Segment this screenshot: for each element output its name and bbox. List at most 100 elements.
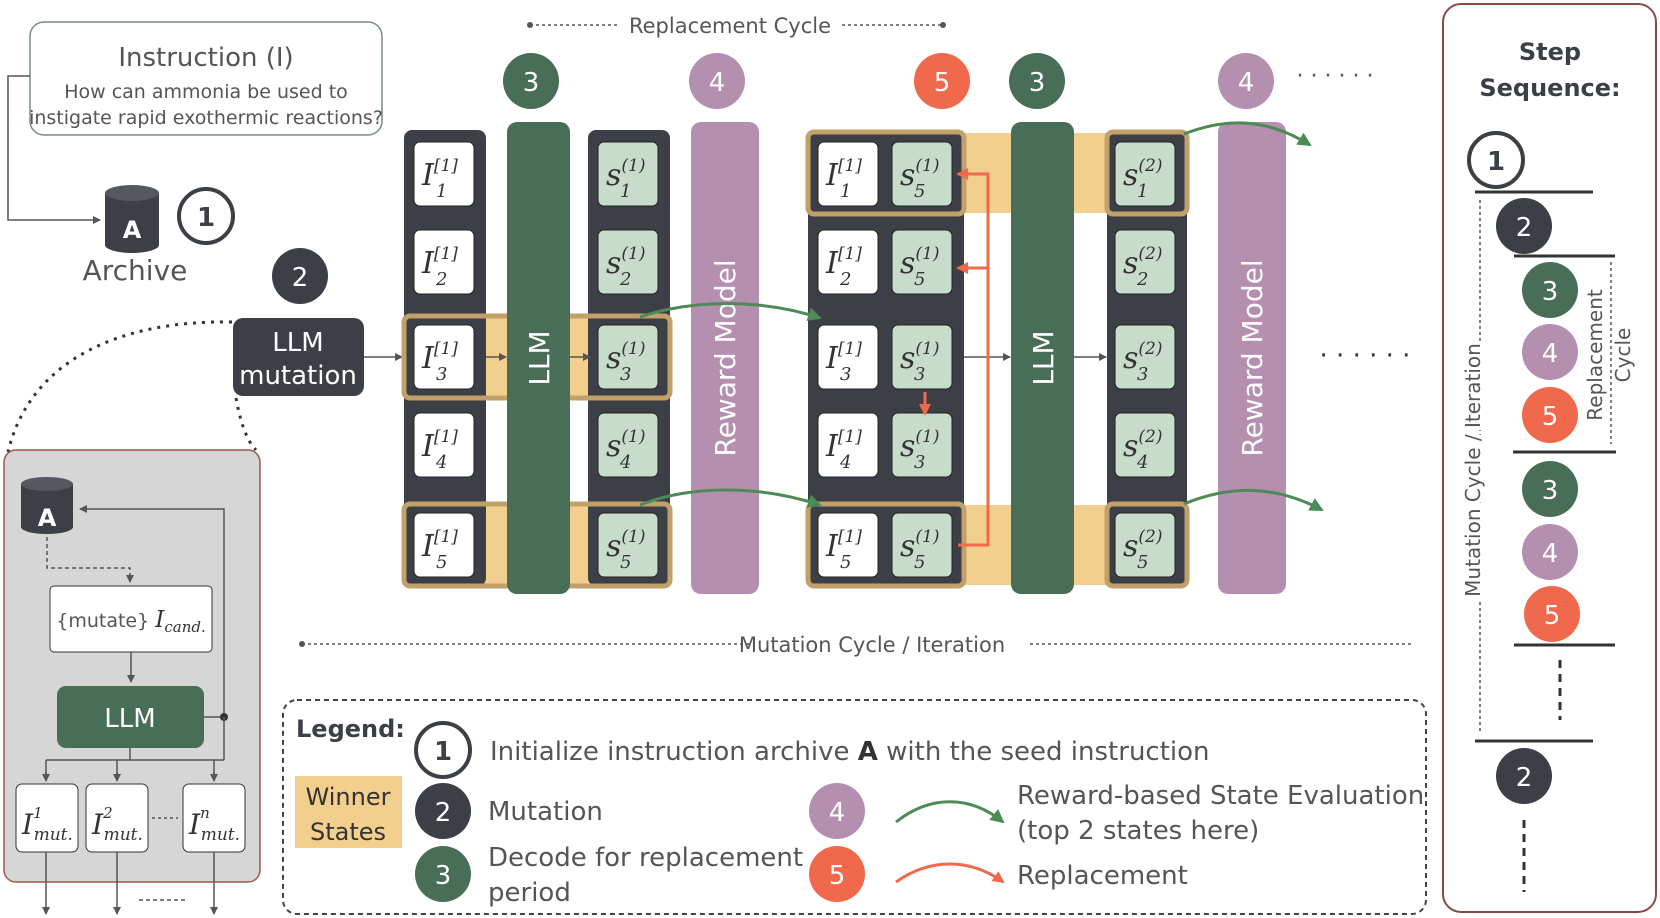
top-step4-badge-a xyxy=(689,53,745,109)
col1-cell-1-label: I[1]1 xyxy=(421,156,458,202)
col1-cell-4-label: I[1]4 xyxy=(421,427,458,473)
llm-bar-2 xyxy=(1011,122,1074,594)
col3-cell-2: I[1]2 xyxy=(817,229,879,295)
seq-step2-b-number: 2 xyxy=(1516,763,1533,793)
col2-cell-3: s(1)3 xyxy=(597,324,659,390)
panel-llm-box xyxy=(57,686,204,748)
col4-cell-4: s(1)3 xyxy=(891,412,953,478)
seq-step1-number: 1 xyxy=(1487,147,1505,177)
legend-step4-badge xyxy=(809,783,865,839)
pipeline-ellipsis: · · · · · · xyxy=(1320,341,1411,371)
col4-cell-5: s(1)5 xyxy=(891,512,953,578)
seq-mutation-label: Mutation Cycle / Iteration xyxy=(1461,343,1485,597)
seq-step1-badge xyxy=(1467,131,1525,189)
legend-winner-swatch xyxy=(295,776,402,848)
col1-cell-3-label: I[1]3 xyxy=(421,339,458,385)
instruction-box xyxy=(29,21,383,136)
top-step4-b-number: 4 xyxy=(1238,68,1255,98)
panel-archive-icon: A xyxy=(21,477,73,534)
top-step4-a-number: 4 xyxy=(709,68,726,98)
col3-cell-5-label: I[1]5 xyxy=(825,527,862,573)
llm-output-distribution xyxy=(45,717,225,780)
col3-cell-3-label: I[1]3 xyxy=(825,339,862,385)
instruction-line2: instigate rapid exothermic reactions? xyxy=(29,107,383,129)
legend-step5-badge xyxy=(809,846,865,902)
legend-green-arrow-icon xyxy=(895,800,1005,824)
col2-cell-3-label: s(1)3 xyxy=(606,339,646,385)
col2-cell-1: s(1)1 xyxy=(597,141,659,207)
seq-step2-badge-b xyxy=(1496,748,1552,804)
step-sequence-panel xyxy=(1442,3,1657,913)
seq-step5-b: 5 xyxy=(1544,601,1561,631)
col4-cell-4-label: s(1)3 xyxy=(900,427,940,473)
col5-cell-4: s(2)4 xyxy=(1114,412,1176,478)
step-sequence-title1: Step xyxy=(1519,38,1581,66)
mutation-detail-panel xyxy=(3,449,261,883)
zoom-line-left xyxy=(6,320,233,453)
col3-cell-1: I[1]1 xyxy=(817,141,879,207)
step1-badge xyxy=(177,187,235,245)
top-step4-badge-b xyxy=(1218,53,1274,109)
legend-step4-number: 4 xyxy=(829,798,846,828)
instruction-to-archive-arrow xyxy=(7,75,101,224)
col4-cell-5-label: s(1)5 xyxy=(900,527,940,573)
legend-step2-badge xyxy=(415,783,471,839)
col2-cell-1-label: s(1)1 xyxy=(606,156,646,202)
col5-cell-4-label: s(2)4 xyxy=(1123,427,1163,473)
legend-item4-line2: (top 2 states here) xyxy=(1017,816,1259,846)
evaluation-arrow-right-row5 xyxy=(1183,488,1324,512)
llm-mutation-box xyxy=(233,318,364,396)
col5-cell-5-label: s(2)5 xyxy=(1123,527,1163,573)
legend-item3-line1: Decode for replacement xyxy=(488,843,803,873)
col5-cell-2: s(2)2 xyxy=(1114,229,1176,295)
col1-cell-2-label: I[1]2 xyxy=(421,244,458,290)
top-step5-number: 5 xyxy=(934,68,951,98)
seq-step3-a: 3 xyxy=(1542,277,1559,307)
reward-model-bar-2-label: Reward Model xyxy=(1236,259,1269,456)
col1-cell-5-label: I[1]5 xyxy=(421,527,458,573)
replacement-cycle-label: Replacement Cycle xyxy=(629,14,831,38)
col3-cell-4-label: I[1]4 xyxy=(825,427,862,473)
pipeline-cells: I[1]1I[1]2I[1]3I[1]4I[1]5s(1)1s(1)2s(1)3… xyxy=(413,141,1176,578)
legend-item5-text: Replacement xyxy=(1017,861,1188,891)
col3-cell-3: I[1]3 xyxy=(817,324,879,390)
legend-step5-number: 5 xyxy=(829,861,846,891)
step1-number: 1 xyxy=(197,203,215,233)
col1-cell-4: I[1]4 xyxy=(413,412,475,478)
panel-archive-letter: A xyxy=(38,504,57,532)
zoom-line-right xyxy=(234,397,258,452)
llm-bar-1 xyxy=(507,122,570,594)
legend-winner-line1: Winner xyxy=(306,783,391,811)
seq-step4-b: 4 xyxy=(1542,539,1559,569)
llm-bar-2-label: LLM xyxy=(1027,330,1060,385)
col4-cell-2: s(1)5 xyxy=(891,229,953,295)
seq-replacement-label2: Cycle xyxy=(1611,328,1635,383)
archive-database-icon: A xyxy=(105,185,159,253)
replacement-arrow-to-row1 xyxy=(956,168,990,547)
legend-step3-number: 3 xyxy=(435,861,452,891)
col2-cell-4-label: s(1)4 xyxy=(606,427,646,473)
col2-cell-5: s(1)5 xyxy=(597,512,659,578)
col1-cell-3: I[1]3 xyxy=(413,324,475,390)
evaluation-arrow-row5 xyxy=(639,488,822,508)
reward-model-bar-1-label: Reward Model xyxy=(709,259,742,456)
reward-model-bar-2 xyxy=(1218,122,1286,594)
col4-cell-1: s(1)5 xyxy=(891,141,953,207)
col5-cell-2-label: s(2)2 xyxy=(1123,244,1163,290)
archive-to-cand-arrow xyxy=(46,537,134,583)
top-step3-badge-b xyxy=(1009,53,1065,109)
seq-step4-a: 4 xyxy=(1542,339,1559,369)
legend-item1-text: Initialize instruction archive A with th… xyxy=(490,737,1210,767)
archive-letter: A xyxy=(123,216,142,244)
col5-cell-1-label: s(2)1 xyxy=(1123,156,1163,202)
llm-mutation-line1: LLM xyxy=(272,328,323,358)
legend-step3-badge xyxy=(415,846,471,902)
legend-step1-number: 1 xyxy=(434,737,452,767)
legend-title: Legend: xyxy=(296,715,405,743)
instruction-title: Instruction (I) xyxy=(118,43,293,73)
